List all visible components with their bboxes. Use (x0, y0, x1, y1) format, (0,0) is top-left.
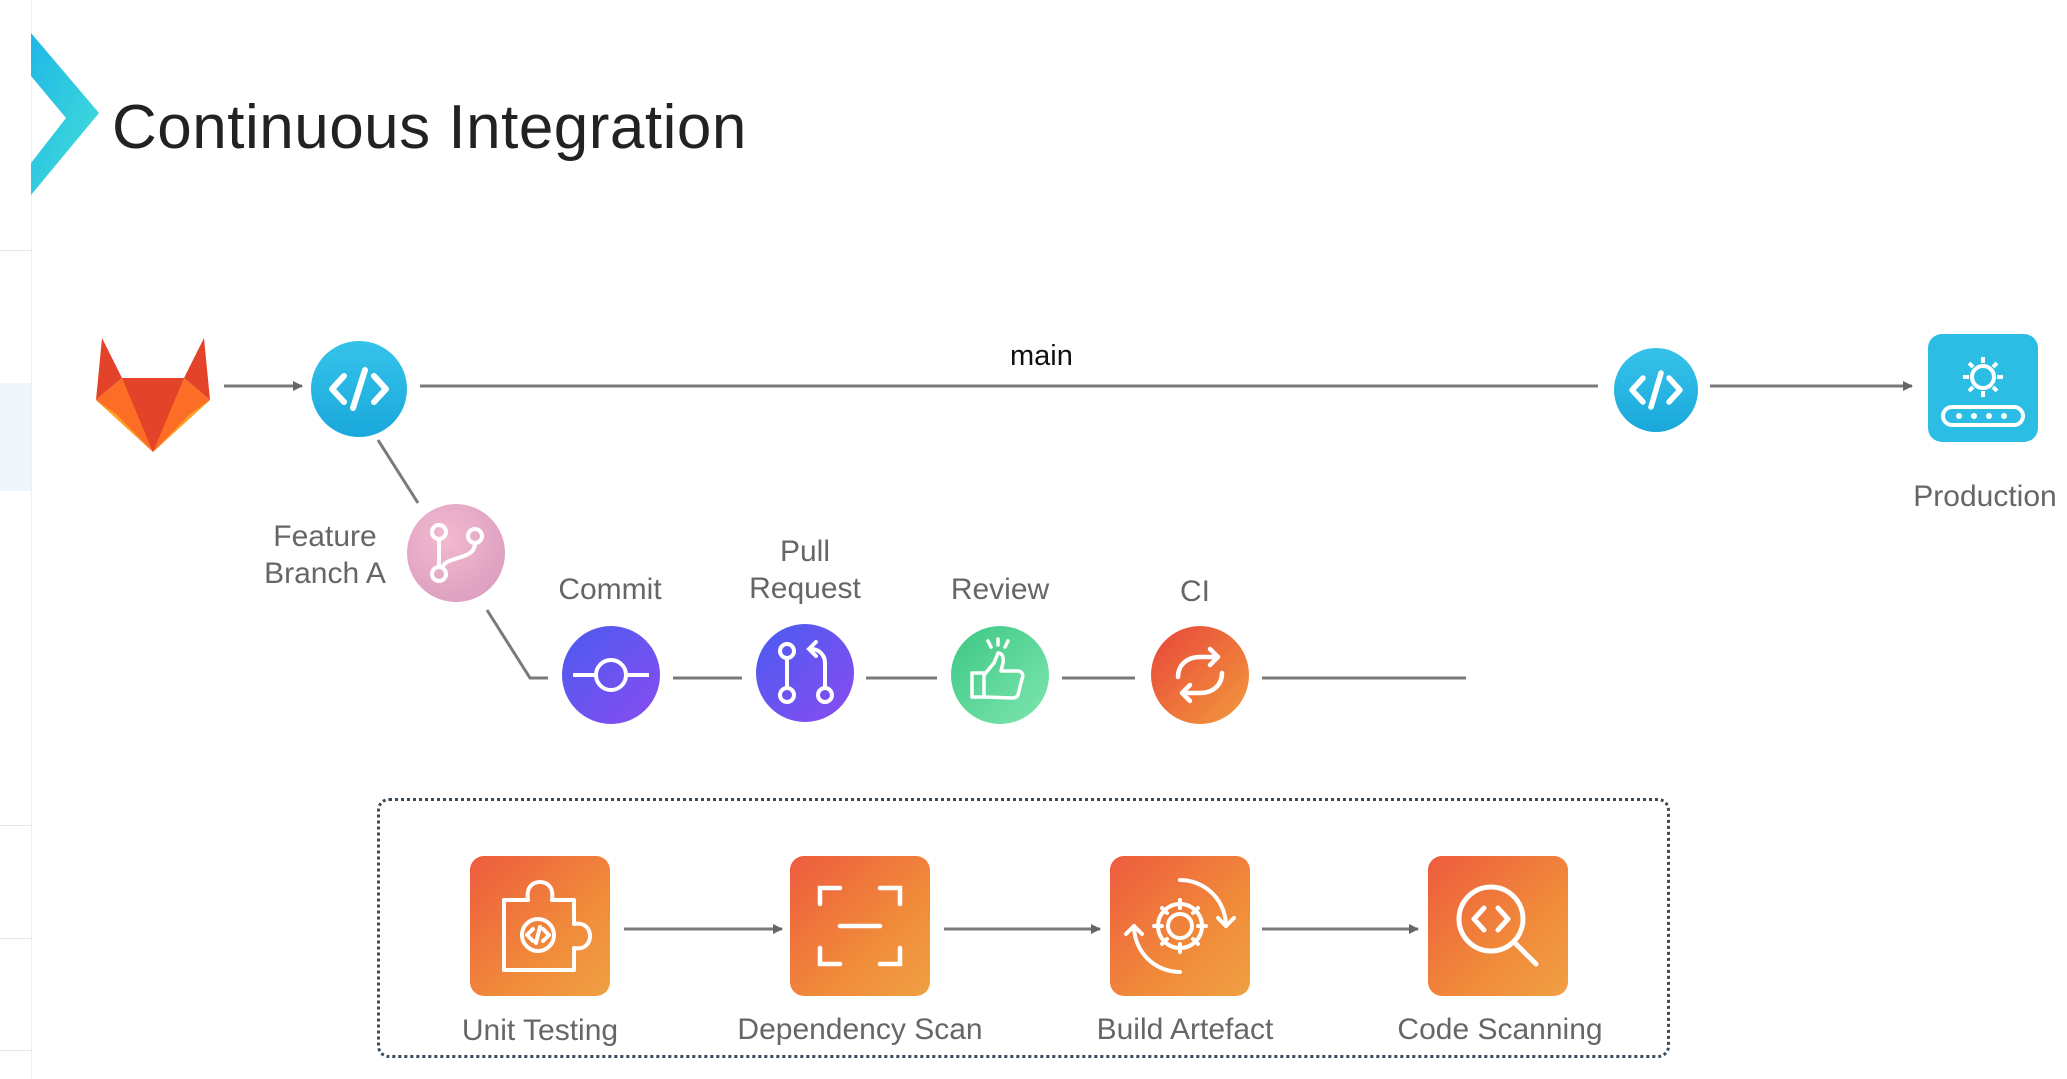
puzzle-code-icon (502, 880, 592, 972)
sidebar-divider (0, 825, 31, 826)
stage-label-pull-request: Pull Request (749, 535, 861, 605)
dependency-scan-tile (790, 856, 930, 996)
gear-cycle-icon (1124, 878, 1236, 974)
refresh-icon (1151, 626, 1249, 724)
ci-step-label-unit-testing: Unit Testing (461, 1014, 619, 1047)
ci-step-label-build-artefact: Build Artefact (1096, 1013, 1274, 1046)
thumbs-up-icon (951, 626, 1049, 724)
code-icon (311, 341, 407, 437)
ci-step-label-code-scanning: Code Scanning (1397, 1013, 1603, 1046)
ci-steps-group (377, 798, 1670, 1058)
branch-icon (407, 504, 505, 602)
code-scanning-tile (1428, 856, 1568, 996)
scan-frame-icon (817, 885, 903, 967)
code-icon (1614, 348, 1698, 432)
unit-testing-tile (470, 856, 610, 996)
sidebar-divider (0, 938, 31, 939)
sidebar-divider (0, 1050, 31, 1051)
feature-branch-label: Feature Branch A (264, 520, 386, 590)
gear-conveyor-icon (1928, 334, 2038, 442)
stage-label-review: Review (950, 573, 1050, 606)
production-label: Production (1913, 480, 2057, 513)
ci-step-label-dependency-scan: Dependency Scan (737, 1013, 983, 1046)
page-title: Continuous Integration (112, 93, 747, 162)
chevron-logo-icon (31, 33, 99, 195)
sidebar-highlight (0, 383, 31, 491)
stage-label-commit: Commit (558, 573, 662, 606)
code-search-icon (1456, 884, 1539, 967)
commit-icon (562, 626, 660, 724)
pull-request-icon (756, 624, 854, 722)
stage-label-ci: CI (1180, 575, 1210, 608)
left-sidebar-strip (0, 0, 32, 1079)
gitlab-logo-icon (96, 338, 210, 452)
build-artefact-tile (1110, 856, 1250, 996)
main-branch-label: main (1010, 340, 1073, 372)
sidebar-divider (0, 250, 31, 251)
